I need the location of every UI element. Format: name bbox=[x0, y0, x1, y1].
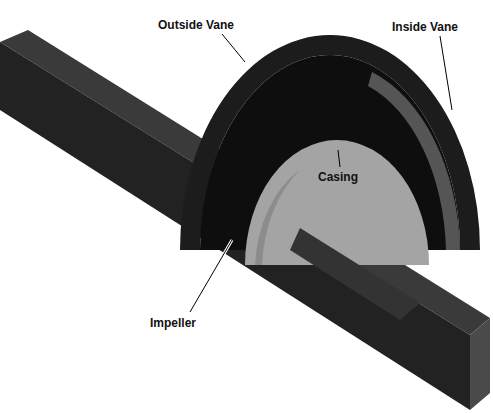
duct-end bbox=[470, 318, 490, 410]
part-label: Inside Vane bbox=[392, 20, 458, 34]
part-label: Casing bbox=[318, 170, 358, 184]
leader-halo bbox=[190, 240, 232, 312]
leader-line bbox=[338, 150, 340, 167]
duct-top-front bbox=[290, 228, 420, 320]
leader-line bbox=[190, 240, 232, 312]
leader-line bbox=[440, 36, 452, 110]
casing bbox=[245, 140, 429, 265]
duct-top bbox=[0, 30, 490, 335]
leader-line bbox=[222, 34, 245, 62]
part-label: Outside Vane bbox=[158, 18, 234, 32]
part-label: Impeller bbox=[150, 316, 196, 330]
